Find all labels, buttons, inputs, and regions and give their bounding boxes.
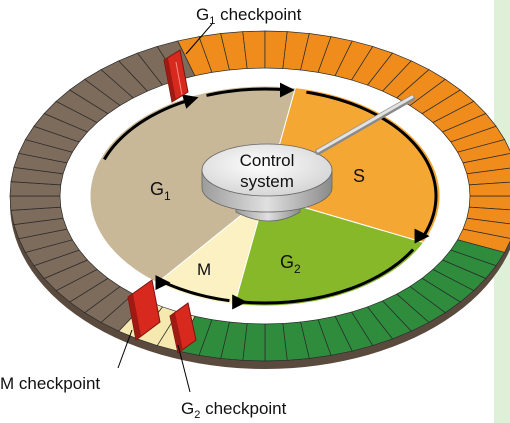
control-system-label-line2: system	[240, 172, 294, 191]
arrow-g2-to-m	[235, 248, 415, 311]
ring-segment	[468, 181, 510, 197]
arrow-m-to-g1	[158, 279, 230, 303]
outer-ring	[9, 30, 510, 362]
g2-checkpoint-gate	[169, 302, 197, 354]
hub-top	[201, 143, 333, 197]
arrow-g1-to-s	[206, 81, 295, 97]
hub-pointer-highlight	[316, 95, 414, 153]
phase-g2-label: G2	[280, 252, 301, 276]
m-checkpoint-gate	[127, 279, 161, 341]
phase-m-label: M	[197, 260, 211, 279]
phase-g1-sector	[89, 85, 297, 284]
phase-s-label: S	[353, 166, 365, 186]
m-gate-side	[128, 294, 141, 340]
control-system-hub	[201, 95, 415, 222]
g2-gate-side	[170, 313, 183, 353]
m-leader-line	[117, 329, 133, 369]
g1-checkpoint-gate	[163, 49, 189, 103]
g2-checkpoint-label: G2 checkpoint	[181, 399, 287, 421]
arrow-g1-upper	[103, 94, 199, 161]
g2-leader-line	[177, 344, 191, 393]
cycle-arrows	[103, 81, 438, 311]
g1-leader-line	[185, 23, 213, 55]
g1-gate-side	[164, 58, 176, 102]
g1-checkpoint-label: G1 checkpoint	[196, 5, 302, 27]
g1-gate-highlight	[175, 61, 183, 96]
control-system-label-line1: Control	[240, 151, 295, 170]
m-checkpoint-label: M checkpoint	[0, 374, 100, 393]
phase-g1-label: G1	[150, 179, 171, 203]
arrow-s-to-g2	[306, 90, 438, 242]
